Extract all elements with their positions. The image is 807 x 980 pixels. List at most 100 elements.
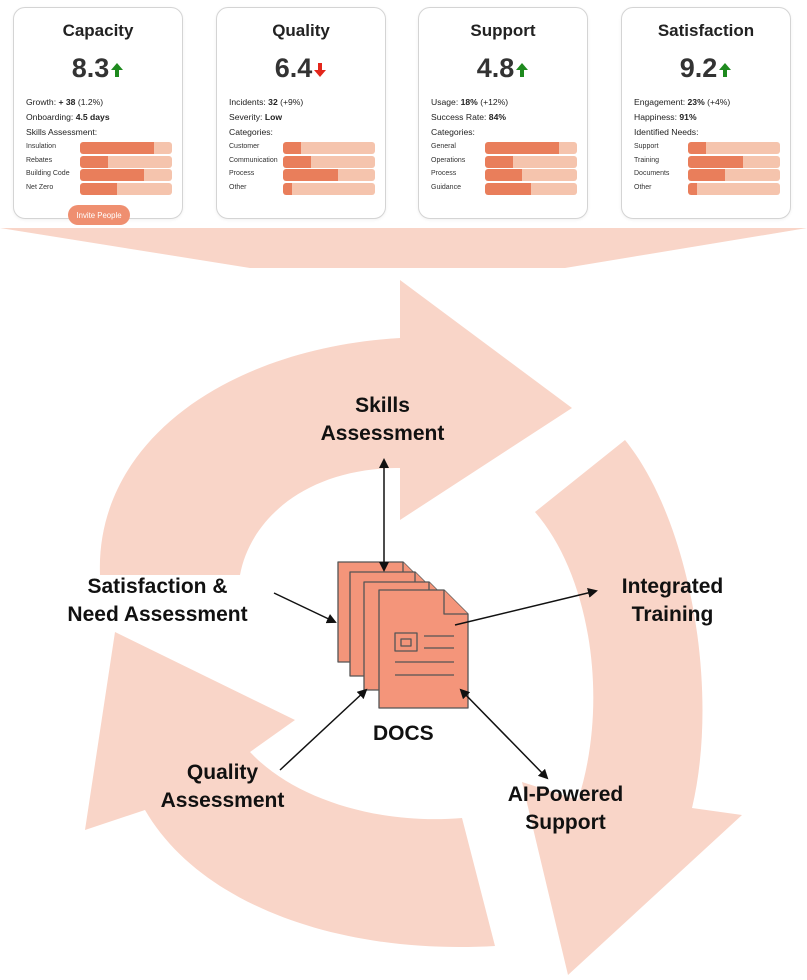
score-value: 9.2 <box>622 52 790 84</box>
bar-fill <box>283 182 293 195</box>
connector-satisfaction <box>273 592 337 624</box>
bar-track <box>485 169 577 181</box>
bar-track <box>80 182 172 195</box>
bar-row: Rebates <box>26 155 176 168</box>
bar-track <box>283 182 375 195</box>
bar-track <box>283 155 375 168</box>
bar-fill <box>283 169 339 181</box>
score-value: 4.8 <box>419 52 587 84</box>
bar-fill <box>485 155 513 168</box>
bar-label: Other <box>229 183 247 191</box>
connector-ai <box>459 688 549 780</box>
section-label: Categories: <box>229 127 273 137</box>
bar-fill <box>80 155 108 168</box>
bar-fill <box>485 182 531 195</box>
metric-line: Success Rate: 84% <box>431 112 506 122</box>
bar-label: Operations <box>431 156 466 164</box>
trend-up-arrow-icon <box>110 53 124 77</box>
bar-row: Support <box>634 142 784 154</box>
score-number: 9.2 <box>679 53 718 83</box>
trend-up-arrow-icon <box>718 53 732 77</box>
bar-label: Guidance <box>431 183 461 191</box>
bar-row: Training <box>634 155 784 168</box>
metric-line: Happiness: 91% <box>634 112 697 122</box>
section-label: Categories: <box>431 127 475 137</box>
trend-down-arrow-icon <box>313 53 327 77</box>
bar-row: Other <box>634 182 784 195</box>
bar-fill <box>688 155 744 168</box>
bar-row: Net Zero <box>26 182 176 195</box>
bar-track <box>688 142 780 154</box>
bar-track <box>80 169 172 181</box>
bar-track <box>688 155 780 168</box>
connector-quality <box>279 688 368 771</box>
metric-line: Onboarding: 4.5 days <box>26 112 110 122</box>
cycle-arrows <box>85 280 742 975</box>
bar-fill <box>80 169 145 181</box>
bar-row: Process <box>229 169 379 181</box>
metric-line: Growth: + 38 (1.2%) <box>26 97 104 107</box>
bar-fill <box>688 169 725 181</box>
bar-fill <box>283 155 311 168</box>
metric-line: Usage: 18% (+12%) <box>431 97 509 107</box>
bar-track <box>80 155 172 168</box>
label-satisfaction-need-assessment: Satisfaction &Need Assessment <box>67 575 248 626</box>
cycle-arrow-left <box>85 632 495 948</box>
bar-fill <box>485 142 559 154</box>
docs-stack-icon <box>337 561 469 709</box>
bar-label: Net Zero <box>26 183 54 191</box>
card-title: Capacity <box>62 21 134 40</box>
bar-fill <box>688 142 707 154</box>
funnel-band <box>0 228 807 268</box>
bar-track <box>485 155 577 168</box>
bar-track <box>283 169 375 181</box>
bar-fill <box>688 182 698 195</box>
bar-label: Building Code <box>26 170 70 177</box>
bar-track <box>80 142 172 154</box>
bar-label: Support <box>634 143 659 150</box>
bar-fill <box>283 142 302 154</box>
card-title: Quality <box>272 21 330 40</box>
docs-label: DOCS <box>373 722 434 745</box>
bar-row: Documents <box>634 169 784 181</box>
bar-row: Customer <box>229 142 379 154</box>
bar-row: Building Code <box>26 169 176 181</box>
bar-track <box>688 182 780 195</box>
bar-label: Customer <box>229 143 260 150</box>
bar-row: Process <box>431 169 581 181</box>
score-number: 8.3 <box>71 53 110 83</box>
connectors <box>273 458 598 780</box>
bar-fill <box>485 169 522 181</box>
bar-row: Insulation <box>26 142 176 154</box>
score-number: 4.8 <box>476 53 515 83</box>
bar-row: General <box>431 142 581 154</box>
bar-row: Operations <box>431 155 581 168</box>
bar-label: General <box>431 143 456 150</box>
metric-line: Engagement: 23% (+4%) <box>634 97 731 107</box>
cycle-arrow-top <box>99 280 572 575</box>
trend-up-arrow-icon <box>515 53 529 77</box>
bar-track <box>485 182 577 195</box>
bar-label: Documents <box>634 170 670 177</box>
section-label: Identified Needs: <box>634 127 699 137</box>
bar-label: Process <box>431 170 457 177</box>
bar-row: Communication <box>229 155 379 168</box>
bar-track <box>688 169 780 181</box>
cycle-arrow-right <box>522 440 742 975</box>
metric-line: Incidents: 32 (+9%) <box>229 97 304 107</box>
metric-line: Severity: Low <box>229 112 283 122</box>
bar-label: Communication <box>229 156 278 164</box>
invite-people-button[interactable]: Invite People <box>68 205 130 225</box>
bar-row: Other <box>229 182 379 195</box>
bar-label: Process <box>229 170 255 177</box>
bar-label: Rebates <box>26 156 53 164</box>
score-value: 6.4 <box>217 52 385 84</box>
bar-track <box>485 142 577 154</box>
score-value: 8.3 <box>14 52 182 84</box>
